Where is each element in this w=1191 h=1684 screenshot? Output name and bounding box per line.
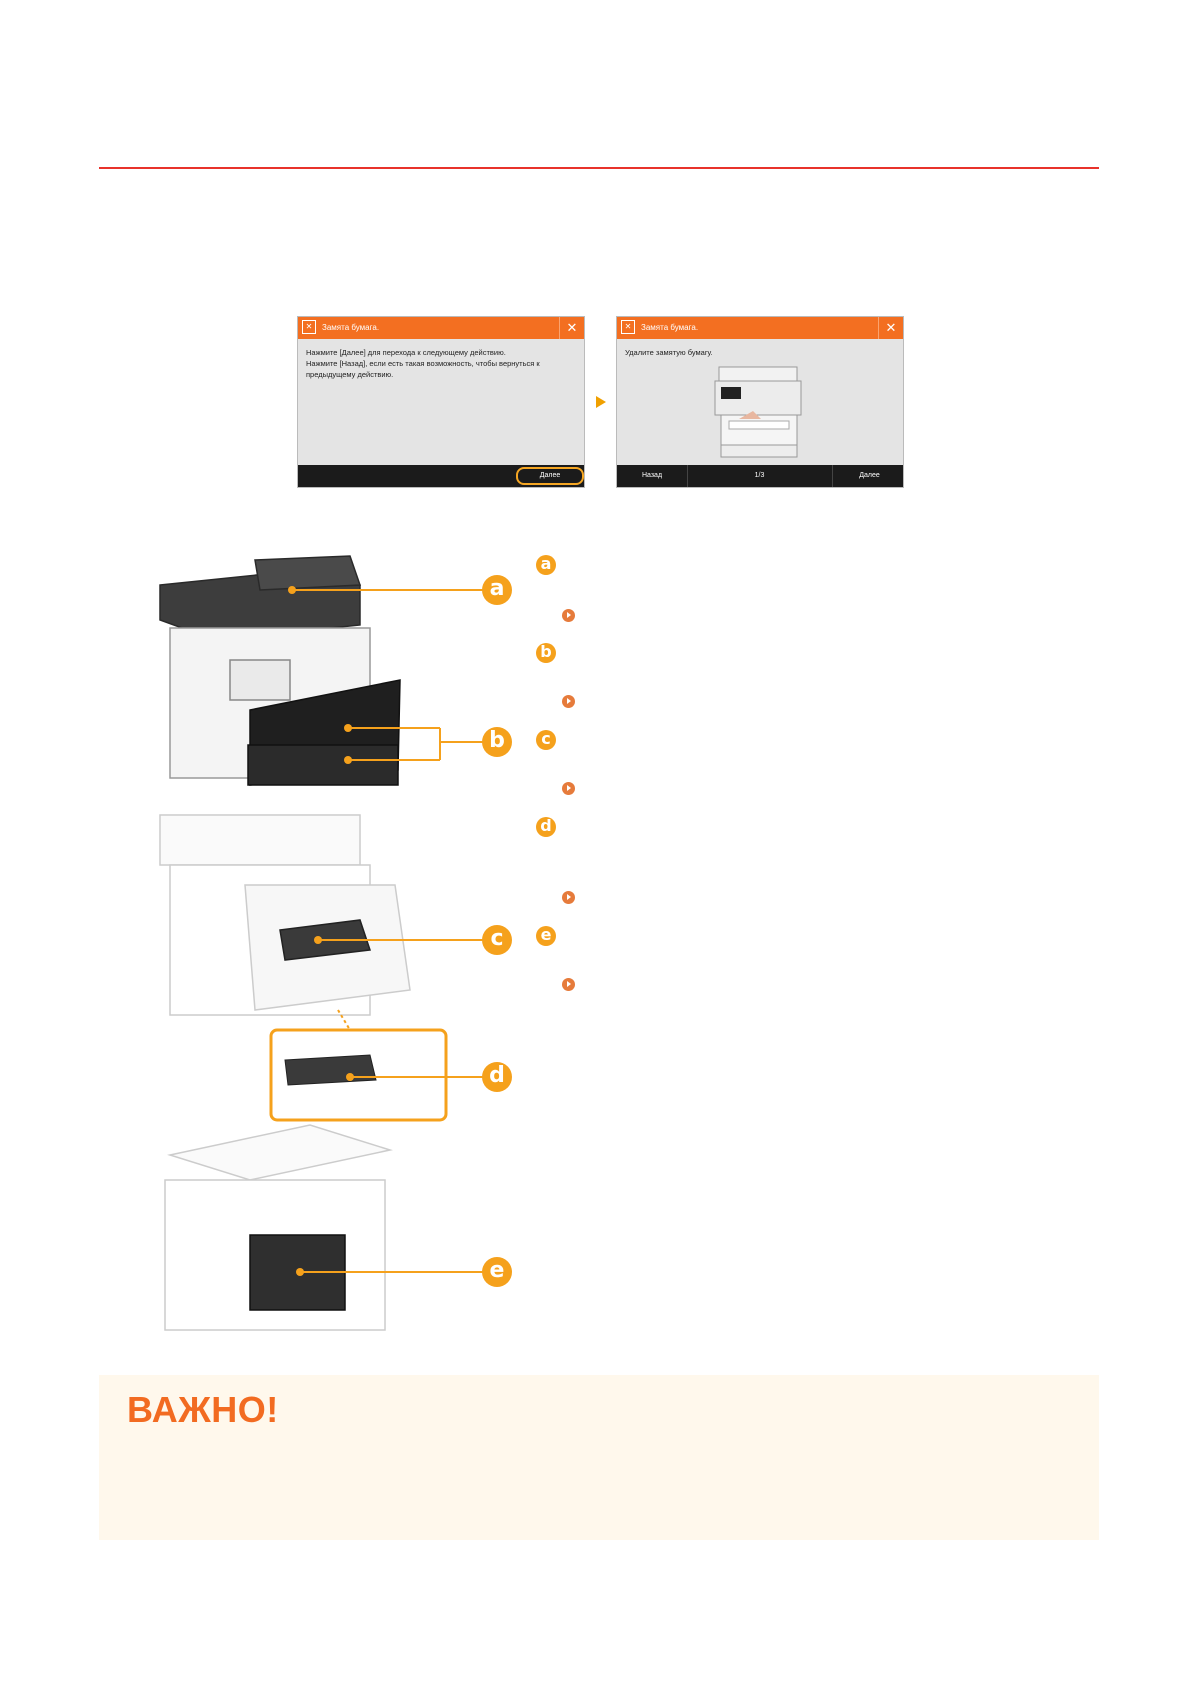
screen-message: Удалите замятую бумагу. bbox=[625, 348, 713, 357]
important-heading: ВАЖНО! bbox=[127, 1389, 279, 1430]
location-label-c: c bbox=[482, 925, 512, 955]
badge-c: c bbox=[536, 730, 556, 750]
section-divider bbox=[99, 167, 1099, 169]
screen-title: Замята бумага. bbox=[322, 323, 380, 332]
next-button[interactable]: Далее bbox=[832, 465, 906, 487]
screen-bottom-bar: Назад 1/3 Далее bbox=[617, 465, 903, 487]
badge-a: a bbox=[536, 555, 556, 575]
printer-front-view bbox=[159, 555, 401, 786]
link-arrow-icon[interactable] bbox=[562, 695, 575, 708]
badge-b: b bbox=[536, 643, 556, 663]
printer-open-view bbox=[159, 814, 411, 1016]
screen-bottom-bar: Далее bbox=[298, 465, 584, 487]
legend-item-b: b bbox=[536, 643, 575, 708]
printer-jam-illustration bbox=[714, 366, 802, 458]
location-label-d: d bbox=[482, 1062, 512, 1092]
link-arrow-icon[interactable] bbox=[562, 609, 575, 622]
printer-rear-view bbox=[164, 1124, 393, 1331]
location-label-e: e bbox=[482, 1257, 512, 1287]
location-label-a: a bbox=[482, 575, 512, 605]
link-arrow-icon[interactable] bbox=[562, 891, 575, 904]
paper-jam-icon: ✕ bbox=[302, 320, 316, 334]
arrow-right-icon bbox=[596, 396, 606, 408]
legend-item-c: c bbox=[536, 730, 575, 795]
important-notice: ВАЖНО! bbox=[99, 1375, 1099, 1540]
legend-item-e: e bbox=[536, 926, 575, 991]
printer-locations-illustration bbox=[159, 555, 486, 1331]
control-panel-screen-1: ✕ Замята бумага. ✕ Нажмите [Далее] для п… bbox=[297, 316, 585, 488]
badge-d: d bbox=[536, 817, 556, 837]
control-panel-screen-2: ✕ Замята бумага. ✕ Удалите замятую бумаг… bbox=[616, 316, 904, 488]
legend-item-d: d bbox=[536, 817, 575, 904]
screen-title-bar: ✕ Замята бумага. ✕ bbox=[298, 317, 584, 339]
legend-item-a: a bbox=[536, 555, 575, 622]
screen-title: Замята бумага. bbox=[641, 323, 699, 332]
back-button[interactable]: Назад bbox=[617, 465, 688, 487]
close-icon[interactable]: ✕ bbox=[559, 317, 584, 339]
next-button[interactable]: Далее bbox=[516, 467, 584, 485]
location-label-b: b bbox=[482, 727, 512, 757]
link-arrow-icon[interactable] bbox=[562, 782, 575, 795]
paper-jam-icon: ✕ bbox=[621, 320, 635, 334]
screen-message: Нажмите [Далее] для перехода к следующем… bbox=[306, 348, 540, 379]
screen-title-bar: ✕ Замята бумага. ✕ bbox=[617, 317, 903, 339]
link-arrow-icon[interactable] bbox=[562, 978, 575, 991]
page-indicator: 1/3 bbox=[754, 472, 765, 479]
close-icon[interactable]: ✕ bbox=[878, 317, 903, 339]
badge-e: e bbox=[536, 926, 556, 946]
